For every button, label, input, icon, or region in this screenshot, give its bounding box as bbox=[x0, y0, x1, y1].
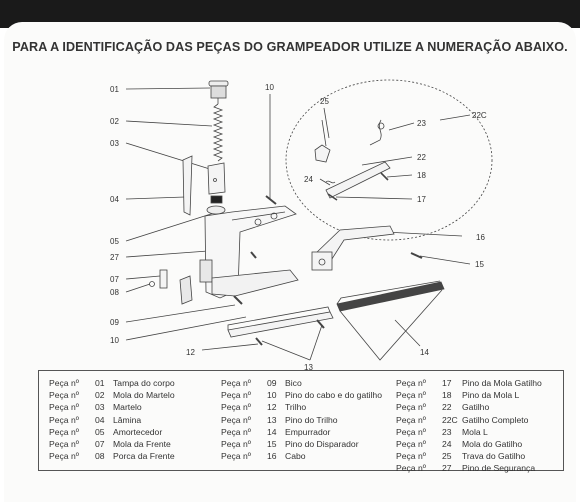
callout-25: 25 bbox=[320, 97, 329, 106]
callout-01: 01 bbox=[110, 85, 119, 94]
callout-05: 05 bbox=[110, 237, 119, 246]
callout-08: 08 bbox=[110, 288, 119, 297]
callout-10-top: 10 bbox=[265, 83, 274, 92]
callout-03: 03 bbox=[110, 139, 119, 148]
callout-16: 16 bbox=[476, 233, 485, 242]
callout-15: 15 bbox=[475, 260, 484, 269]
callout-22: 22 bbox=[417, 153, 426, 162]
callout-labels: 01 02 03 04 05 27 07 08 09 10 10 12 13 1… bbox=[110, 83, 487, 372]
page-heading: PARA A IDENTIFICAÇÃO DAS PEÇAS DO GRAMPE… bbox=[12, 40, 568, 54]
detail-circle bbox=[285, 79, 493, 241]
callout-07: 07 bbox=[110, 275, 119, 284]
callout-13: 13 bbox=[304, 363, 313, 372]
callout-14: 14 bbox=[420, 348, 429, 357]
callout-09: 09 bbox=[110, 318, 119, 327]
callout-02: 02 bbox=[110, 117, 119, 126]
callout-18: 18 bbox=[417, 171, 426, 180]
callout-12: 12 bbox=[186, 348, 195, 357]
callout-22c: 22C bbox=[472, 111, 487, 120]
callout-24: 24 bbox=[304, 175, 313, 184]
callout-23: 23 bbox=[417, 119, 426, 128]
callout-27: 27 bbox=[110, 253, 119, 262]
callout-04: 04 bbox=[110, 195, 119, 204]
callout-10-left: 10 bbox=[110, 336, 119, 345]
callout-17: 17 bbox=[417, 195, 426, 204]
